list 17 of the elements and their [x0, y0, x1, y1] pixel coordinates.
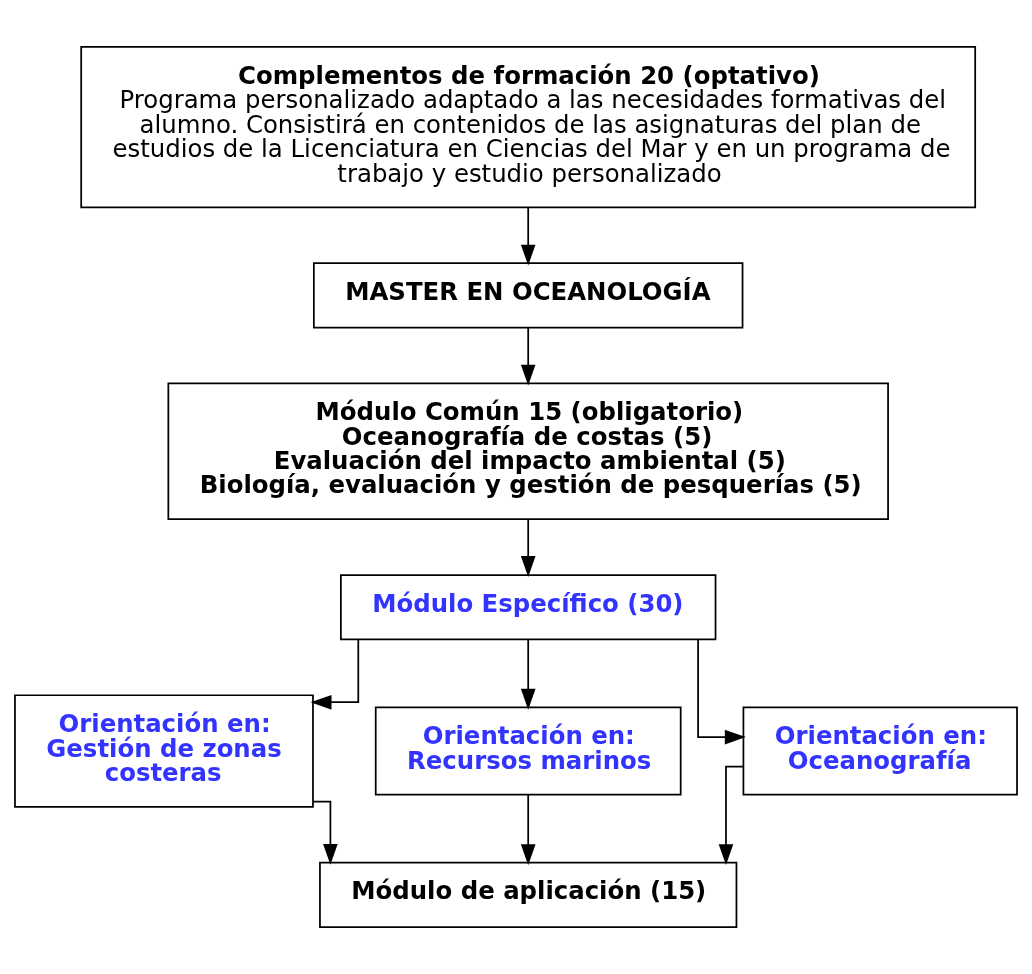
arrow — [697, 639, 746, 745]
arrow — [520, 639, 536, 710]
arrow — [312, 800, 338, 865]
arrow — [520, 518, 536, 577]
arrow — [520, 206, 536, 266]
node-box: Módulo de aplicación (15) — [319, 861, 738, 928]
node-box: Orientación en: Oceanografía — [742, 706, 1018, 796]
arrow — [520, 794, 536, 866]
arrow — [718, 765, 744, 866]
arrow — [310, 639, 360, 710]
node-box: MASTER EN OCEANOLOGÍA — [313, 262, 744, 329]
node-box: Módulo Específico (30) — [340, 574, 717, 641]
arrow — [520, 326, 536, 386]
node-box: Orientación en: Gestión de zonas costeras — [14, 694, 314, 808]
node-box: Orientación en: Recursos marinos — [374, 706, 682, 796]
node-box: Complementos de formación 20 (optativo) Programa personalizado adaptado a las necesidades formativas del alumno. Consistirá en contenidos de las asignaturas del plan de estudios de la Licenciatura en Ciencias del Mar y en un programa de trabajo y estudio personalizado — [80, 46, 977, 209]
node-box: Módulo Común 15 (obligatorio) Oceanografía de costas (5) Evaluación del impacto ambiental (5) Biología, evaluación y gestión de pesquerías (5) — [167, 382, 889, 521]
